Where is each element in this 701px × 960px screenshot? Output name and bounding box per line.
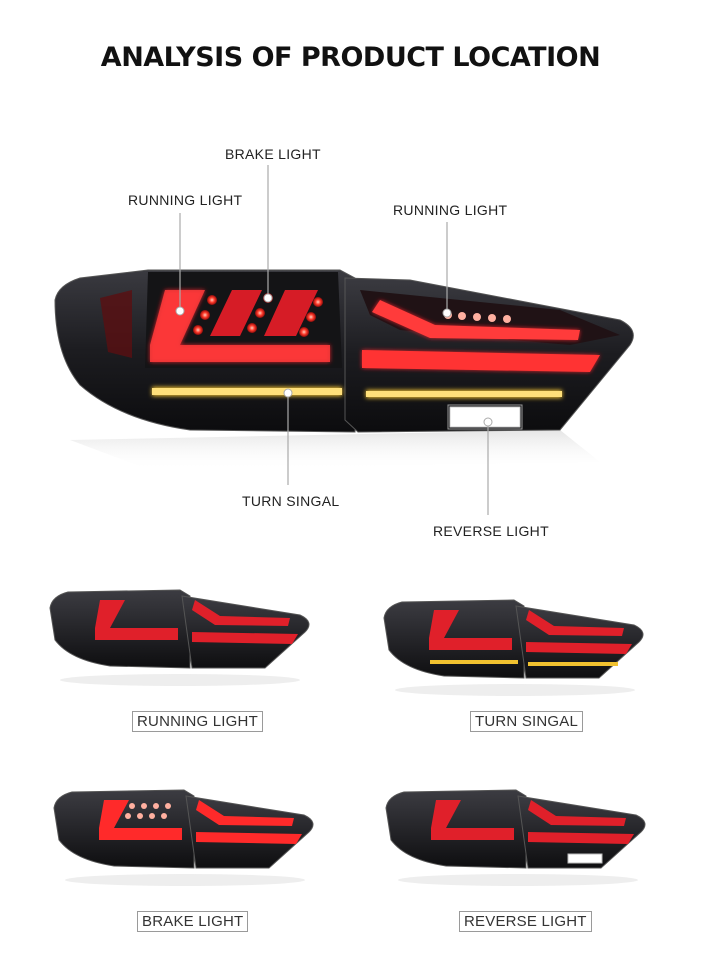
variant-label-turn-signal: TURN SINGAL <box>470 711 584 732</box>
variant-label-reverse-light: REVERSE LIGHT <box>459 911 592 932</box>
variant-turn-signal-lamp <box>383 599 644 679</box>
variant-reverse-light-lamp <box>385 789 646 869</box>
callout-brake-light: BRAKE LIGHT <box>225 146 321 162</box>
callout-reverse-light: REVERSE LIGHT <box>433 523 549 539</box>
variant-running-light-lamp <box>49 589 310 669</box>
page-title: ANALYSIS OF PRODUCT LOCATION <box>100 42 601 73</box>
variant-label-brake-light: BRAKE LIGHT <box>137 911 249 932</box>
callout-running-light-left: RUNNING LIGHT <box>128 192 243 208</box>
variant-label-running-light: RUNNING LIGHT <box>132 711 263 732</box>
callout-turn-signal: TURN SINGAL <box>242 493 340 509</box>
variant-brake-light-lamp <box>53 789 314 869</box>
callout-running-light-right: RUNNING LIGHT <box>393 202 508 218</box>
